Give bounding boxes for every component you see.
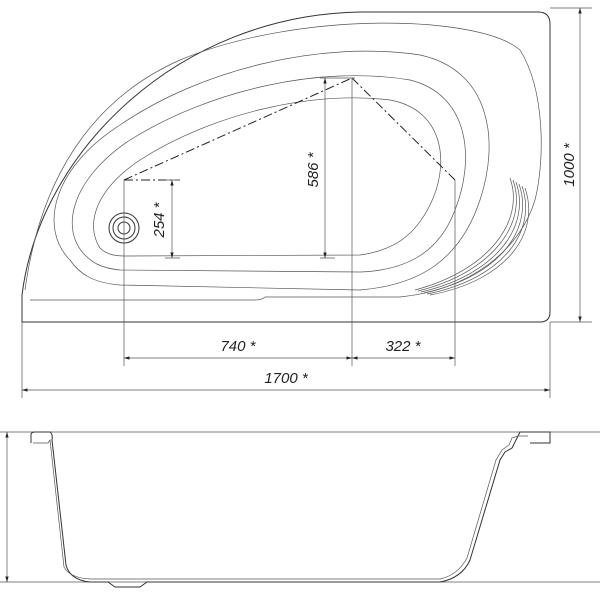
bowl-outer [53, 50, 490, 291]
side-view [0, 431, 600, 588]
dim-740: 740 * [220, 338, 256, 355]
apex-line-right [351, 77, 456, 181]
seat-ridges [414, 177, 530, 296]
dim-1700: 1700 * [264, 370, 309, 387]
dim-322: 322 * [385, 338, 421, 355]
rim-inner [24, 22, 542, 301]
dim-254: 254 * [151, 201, 168, 238]
bowl-mid [71, 75, 466, 273]
dim-586: 586 * [305, 151, 322, 187]
top-view [21, 11, 551, 323]
dimensions: 740 * 322 * 1700 * 1000 * 586 * 254 * [21, 7, 592, 398]
tub-profile-outer [30, 431, 551, 588]
apex-line-left [123, 77, 353, 181]
bowl-inner [93, 97, 441, 257]
outer-rim [21, 11, 551, 323]
dim-1000: 1000 * [561, 142, 578, 187]
tub-profile-inner [33, 435, 528, 580]
